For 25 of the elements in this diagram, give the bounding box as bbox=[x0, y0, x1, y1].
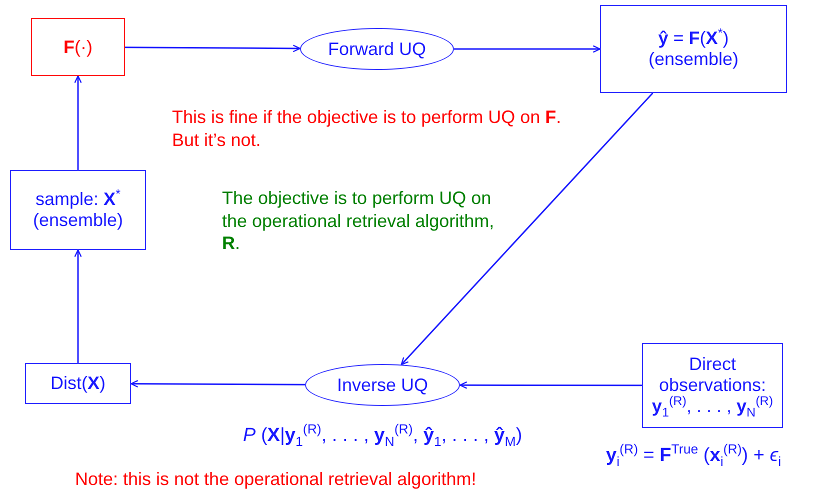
process-box bbox=[25, 363, 131, 404]
arrow bbox=[400, 92, 654, 366]
note-text: This is fine if the objective is to perform UQ on F. But it’s not. bbox=[172, 106, 562, 151]
node-text: sample: X$^{*}$ bbox=[36, 189, 120, 210]
node-text: Forward UQ bbox=[328, 38, 426, 60]
process-box bbox=[600, 5, 787, 93]
arrow bbox=[125, 44, 301, 52]
node-text: F(·) bbox=[64, 36, 92, 58]
arrow bbox=[459, 381, 642, 389]
node-text: Dist(X) bbox=[50, 373, 106, 394]
process-box bbox=[10, 170, 146, 250]
process-box bbox=[31, 18, 125, 76]
arrow bbox=[74, 249, 82, 363]
node-text: (ensemble) bbox=[32, 210, 124, 231]
formula-text: y$_{i}$$^{(R)}$ = F$^{True}$ (x$_{i}$$^{(R)}$) + ϵ$_{i}$ bbox=[606, 444, 782, 468]
arrow bbox=[454, 45, 601, 53]
node-text: Inverse UQ bbox=[336, 374, 428, 396]
note-text: The objective is to perform UQ on the operational retrieval algorithm, R. bbox=[222, 187, 496, 254]
node-text: ŷ = F(X$^{*}$) bbox=[658, 28, 729, 49]
arrow bbox=[130, 380, 306, 388]
process-box bbox=[642, 343, 783, 428]
note-text: Note: this is not the operational retrieval algorithm! bbox=[75, 468, 478, 490]
arrow bbox=[74, 75, 82, 170]
formula-text: P (X|y$_{1}$$^{(R)}$, . . . , y$_{N}$$^{(R)}$, ŷ$_{1}$, . . . , ŷ$_{M}$) bbox=[243, 424, 524, 448]
node-text: (ensemble) bbox=[648, 49, 739, 70]
